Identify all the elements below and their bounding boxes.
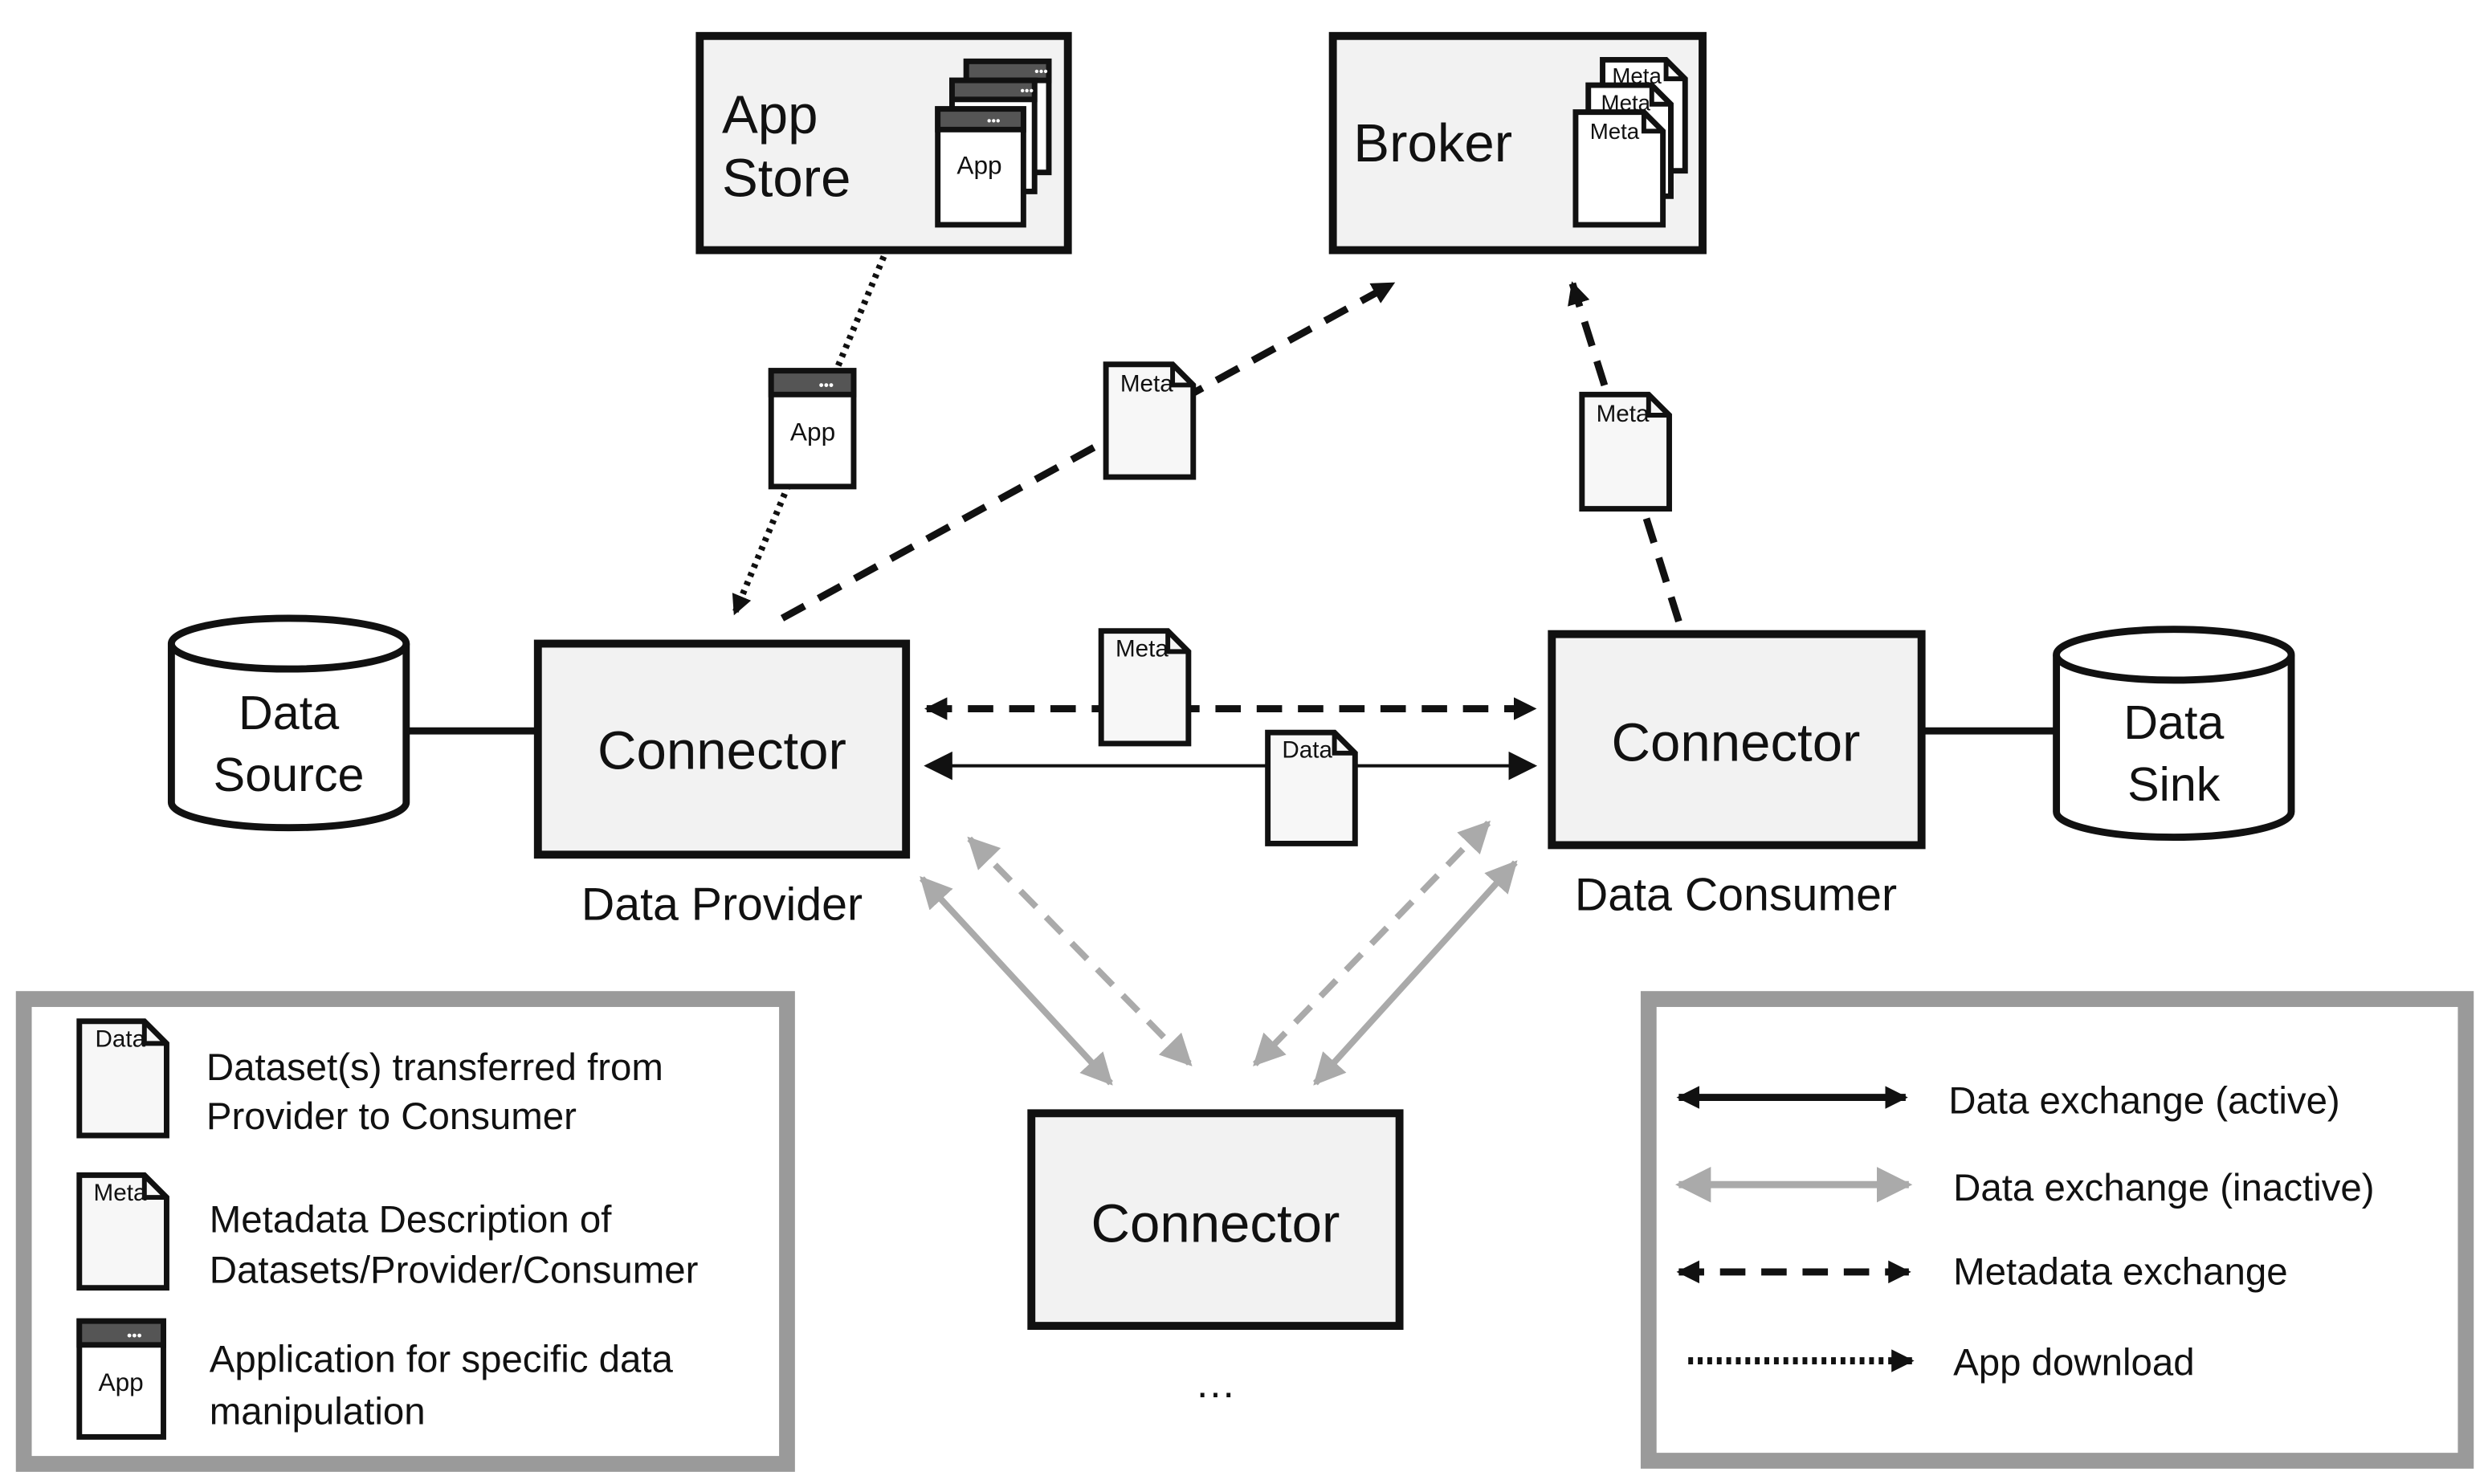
app-store-label-line1: App	[722, 84, 818, 145]
legend-icons: Data Dataset(s) transferred from Provide…	[15, 991, 795, 1472]
more-connectors-ellipsis: …	[1195, 1360, 1236, 1406]
consumer-caption: Data Consumer	[1575, 869, 1897, 920]
app-window-icon: ••• App	[76, 1318, 166, 1440]
meta-stack-label: Meta	[1590, 119, 1640, 144]
svg-text:•••: •••	[1020, 84, 1034, 98]
data-source-node: Data Source	[167, 614, 410, 832]
data-sink-label-line1: Data	[2123, 695, 2224, 749]
meta-label-provider-broker: Meta	[1120, 370, 1173, 397]
broker-node: Broker Meta Meta Meta	[1328, 31, 1707, 255]
meta-stack-icon: Meta Meta Meta	[1572, 56, 1688, 228]
provider-connector-node: Connector Data Provider	[533, 639, 911, 930]
data-doc-icon: Data	[76, 1018, 169, 1139]
meta-label-provider-consumer: Meta	[1116, 635, 1169, 662]
app-store-node: App Store ••• ••• ••• App	[695, 31, 1072, 255]
broker-label: Broker	[1353, 113, 1512, 173]
legend-app-download-label: App download	[1953, 1341, 2194, 1384]
legend-app-icon-label: App	[98, 1368, 143, 1396]
legend-inactive-label: Data exchange (inactive)	[1953, 1167, 2374, 1209]
meta-doc-icon: Meta	[76, 1172, 169, 1291]
svg-text:•••: •••	[1034, 65, 1048, 79]
app-transfer-label: App	[790, 418, 835, 446]
meta-doc-icon-provider-consumer: Meta	[1098, 628, 1192, 747]
legend-app-desc-line2: manipulation	[210, 1391, 426, 1433]
connections	[407, 255, 2057, 1086]
provider-connector-inactive-metadata-arrow	[967, 836, 1193, 1066]
legend-active-label: Data exchange (active)	[1948, 1079, 2340, 1122]
data-label-transfer: Data	[1282, 737, 1332, 764]
provider-connector-label: Connector	[598, 721, 846, 781]
meta-doc-icon-provider-broker: Meta	[1103, 361, 1197, 480]
provider-connector-inactive-data-arrow	[920, 876, 1113, 1086]
legend-metadata-label: Metadata exchange	[1953, 1251, 2287, 1294]
legend-meta-icon-label: Meta	[94, 1180, 147, 1206]
app-window-icon-transfer: ••• App	[768, 368, 857, 490]
app-stack-icon: ••• ••• ••• App	[935, 58, 1052, 228]
legend-data-desc-line2: Provider to Consumer	[206, 1095, 577, 1138]
legend-meta-desc-line1: Metadata Description of	[210, 1199, 612, 1241]
legend-lines: Data exchange (active) Data exchange (in…	[1640, 991, 2474, 1469]
app-stack-label: App	[956, 151, 1001, 180]
data-source-label-line2: Source	[214, 748, 365, 801]
svg-text:•••: •••	[818, 377, 834, 393]
data-doc-icon-transfer: Data	[1265, 729, 1358, 846]
provider-broker-metadata-arrow	[780, 280, 1396, 622]
svg-text:•••: •••	[127, 1327, 142, 1343]
data-sink-node: Data Sink	[2053, 626, 2295, 841]
legend-meta-desc-line2: Datasets/Provider/Consumer	[210, 1250, 699, 1292]
consumer-connector-label: Connector	[1612, 713, 1861, 773]
meta-doc-icon-consumer-broker: Meta	[1579, 391, 1672, 512]
svg-text:•••: •••	[987, 114, 1001, 128]
third-connector-label: Connector	[1091, 1193, 1340, 1254]
legend-app-desc-line1: Application for specific data	[210, 1338, 674, 1380]
provider-caption: Data Provider	[581, 879, 863, 930]
consumer-connector-inactive-data-arrow	[1312, 860, 1518, 1086]
meta-label-consumer-broker: Meta	[1597, 401, 1650, 427]
third-connector-node: Connector …	[1027, 1109, 1404, 1406]
consumer-connector-node: Connector Data Consumer	[1548, 630, 1926, 920]
legend-data-desc-line1: Dataset(s) transferred from	[206, 1046, 663, 1089]
legend-data-icon-label: Data	[96, 1025, 146, 1052]
data-sink-label-line2: Sink	[2127, 757, 2221, 811]
app-store-label-line2: Store	[722, 148, 851, 208]
consumer-connector-inactive-metadata-arrow	[1252, 820, 1491, 1066]
data-source-label-line1: Data	[239, 686, 339, 740]
